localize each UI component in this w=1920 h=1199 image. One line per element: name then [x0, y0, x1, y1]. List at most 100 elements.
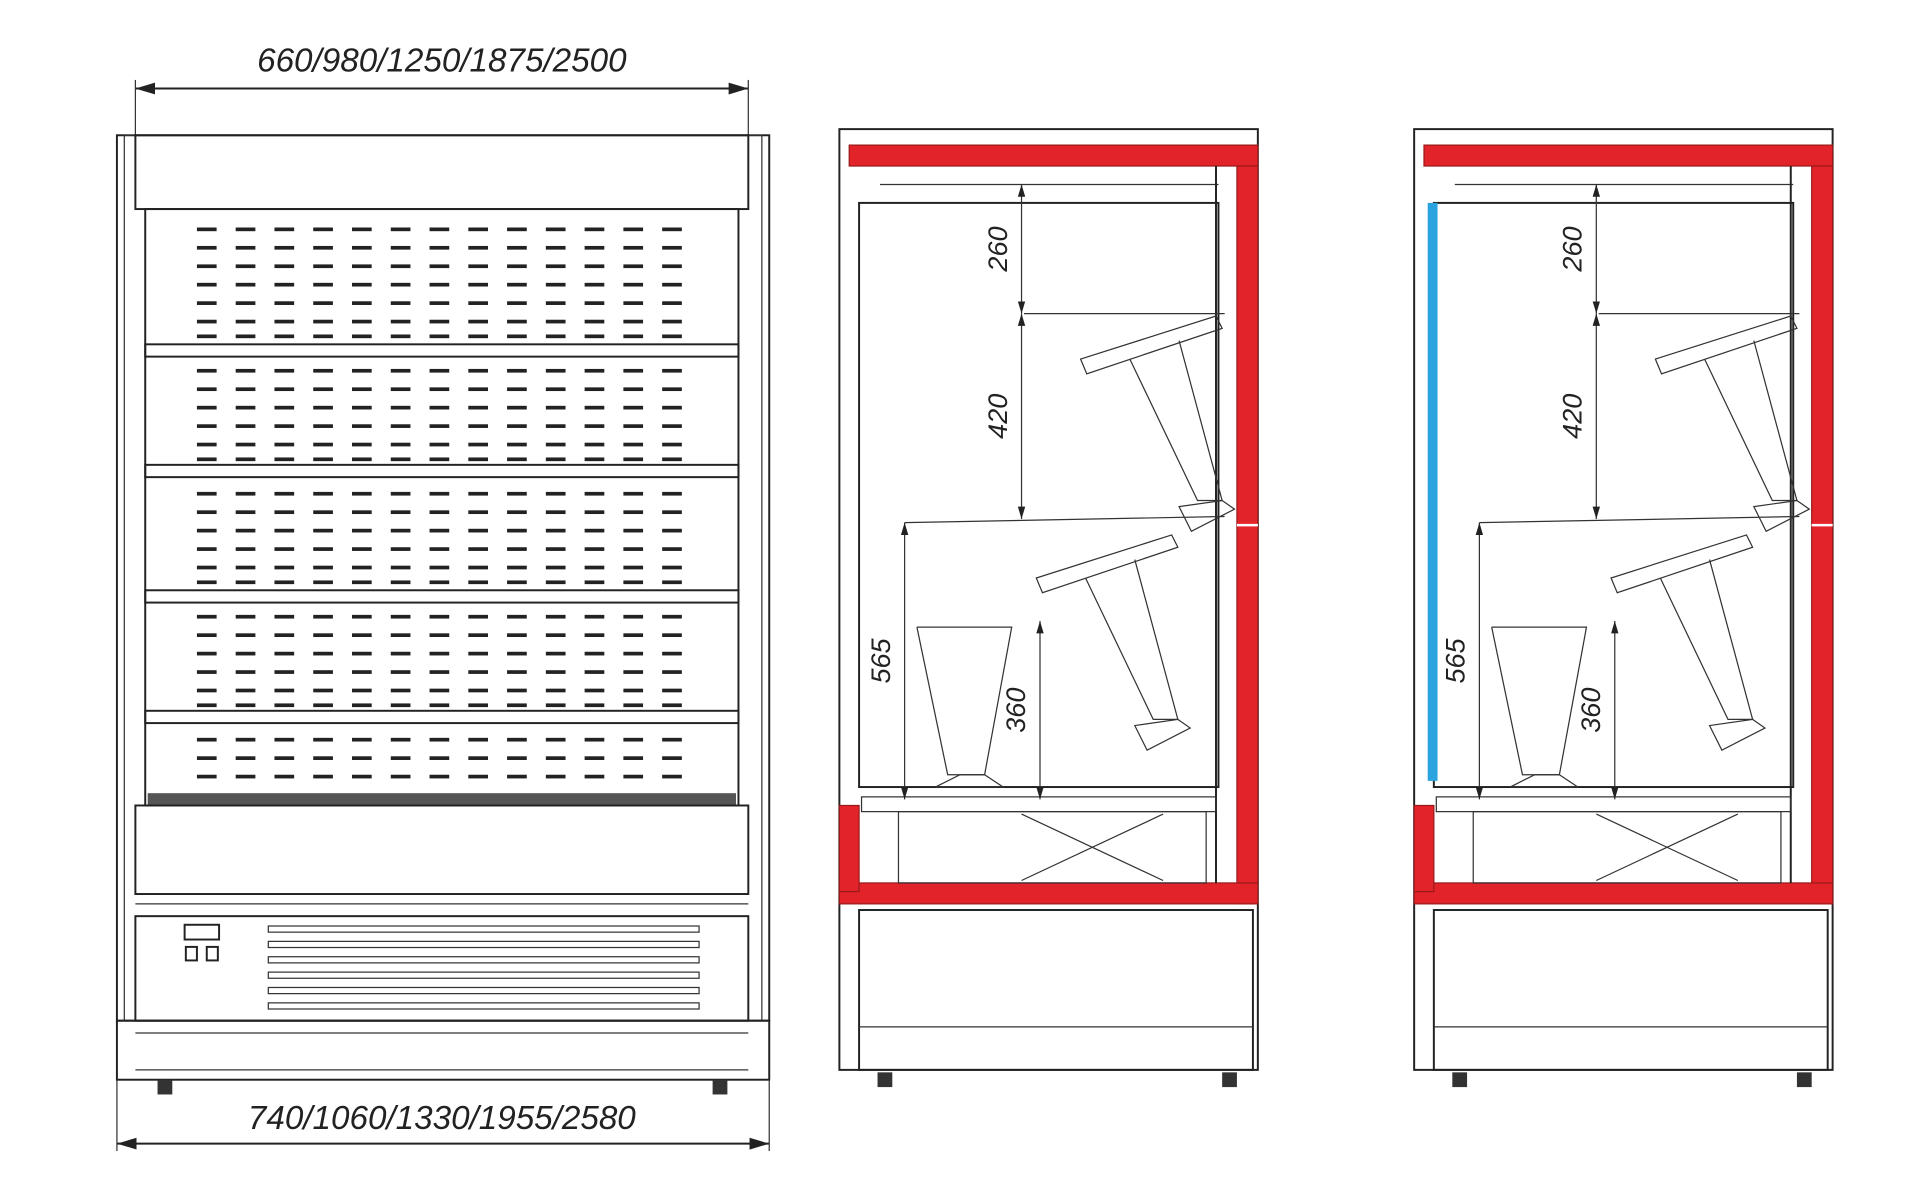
shelf-bracket	[1035, 534, 1179, 594]
slot	[468, 565, 488, 570]
slot	[429, 633, 450, 638]
slot	[352, 227, 372, 232]
slot	[545, 301, 566, 305]
slot	[352, 405, 372, 410]
slot	[662, 282, 682, 287]
slot	[313, 528, 333, 533]
slot	[623, 651, 644, 656]
shelf	[144, 343, 740, 358]
slot	[584, 282, 605, 287]
slot	[196, 580, 217, 585]
side-outline	[1413, 128, 1834, 1071]
slot	[235, 282, 256, 287]
slot	[235, 565, 256, 570]
slot	[662, 614, 682, 619]
air-return-grille	[147, 793, 736, 806]
slot	[352, 245, 372, 250]
slot	[352, 368, 372, 373]
slot	[313, 703, 333, 708]
slot	[274, 547, 295, 551]
shelf-line	[1479, 515, 1800, 524]
slot	[507, 547, 527, 551]
slot	[623, 703, 644, 708]
slot	[429, 510, 450, 515]
slot	[507, 670, 527, 674]
slot	[662, 756, 682, 760]
slot	[429, 703, 450, 708]
slot	[313, 442, 333, 447]
slot	[584, 405, 605, 410]
slot	[390, 245, 411, 250]
slot	[468, 387, 488, 392]
slot	[623, 319, 644, 324]
shelf-line	[904, 515, 1225, 524]
slot	[429, 737, 450, 742]
product-holder-base	[1509, 774, 1580, 788]
slot	[584, 245, 605, 250]
foot	[712, 1079, 728, 1095]
slot	[352, 528, 372, 533]
slot	[584, 651, 605, 656]
slot	[584, 457, 605, 462]
slot	[390, 491, 411, 496]
slot	[429, 319, 450, 324]
slot	[662, 703, 682, 708]
slot	[662, 565, 682, 570]
slot	[235, 703, 256, 708]
slot	[545, 491, 566, 496]
slot	[352, 282, 372, 287]
slot	[274, 245, 295, 250]
slot	[196, 510, 217, 515]
slot	[390, 405, 411, 410]
slot	[623, 774, 644, 779]
control-button[interactable]	[184, 945, 198, 962]
back-panel-slots	[196, 227, 682, 779]
slot	[662, 580, 682, 585]
slot	[390, 319, 411, 324]
slot	[390, 442, 411, 447]
slot	[468, 670, 488, 674]
slot	[545, 264, 566, 269]
slot	[545, 282, 566, 287]
product-holder-upright	[1491, 627, 1541, 776]
slot	[313, 334, 333, 339]
slot	[507, 491, 527, 496]
slot	[235, 442, 256, 447]
slot	[196, 227, 217, 232]
slot	[623, 547, 644, 551]
slot	[662, 264, 682, 269]
slot	[662, 651, 682, 656]
slot	[545, 670, 566, 674]
slot	[352, 387, 372, 392]
slot	[468, 245, 488, 250]
slot	[313, 688, 333, 693]
slot	[196, 245, 217, 250]
fan-cross	[1021, 813, 1164, 882]
slot	[313, 491, 333, 496]
slot	[390, 301, 411, 305]
slot	[313, 457, 333, 462]
slot	[196, 737, 217, 742]
slot	[196, 442, 217, 447]
slot	[584, 756, 605, 760]
slot	[390, 457, 411, 462]
slot	[507, 227, 527, 232]
slot	[235, 651, 256, 656]
slot	[584, 774, 605, 779]
slot	[662, 334, 682, 339]
product-holder-upright	[1491, 626, 1588, 776]
dimension-label-top-gap: 260	[1558, 226, 1588, 272]
slot	[274, 368, 295, 373]
product-holder	[1129, 340, 1223, 502]
machine-compartment	[1432, 909, 1829, 1071]
slot	[429, 405, 450, 410]
control-button[interactable]	[205, 945, 219, 962]
slot	[274, 282, 295, 287]
slot	[584, 565, 605, 570]
slot	[390, 282, 411, 287]
slot	[662, 737, 682, 742]
slot	[662, 688, 682, 693]
slot	[429, 580, 450, 585]
slot	[584, 424, 605, 428]
